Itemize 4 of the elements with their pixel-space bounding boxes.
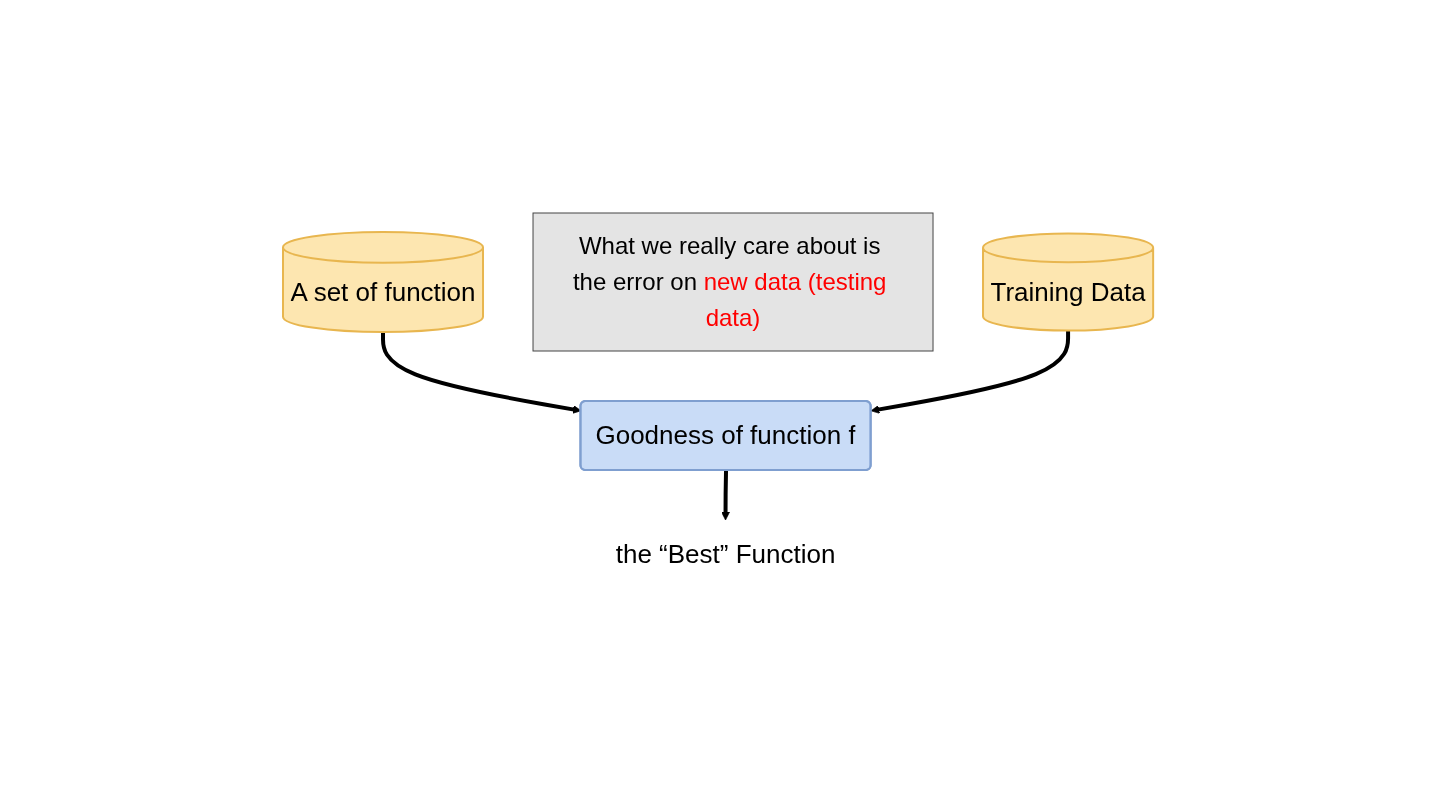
arrow bbox=[721, 469, 731, 520]
node-box: What we really care about is the error on new data (testing data) bbox=[532, 212, 934, 351]
node-text: the “Best” Function bbox=[616, 538, 836, 569]
arrow bbox=[871, 330, 1071, 414]
